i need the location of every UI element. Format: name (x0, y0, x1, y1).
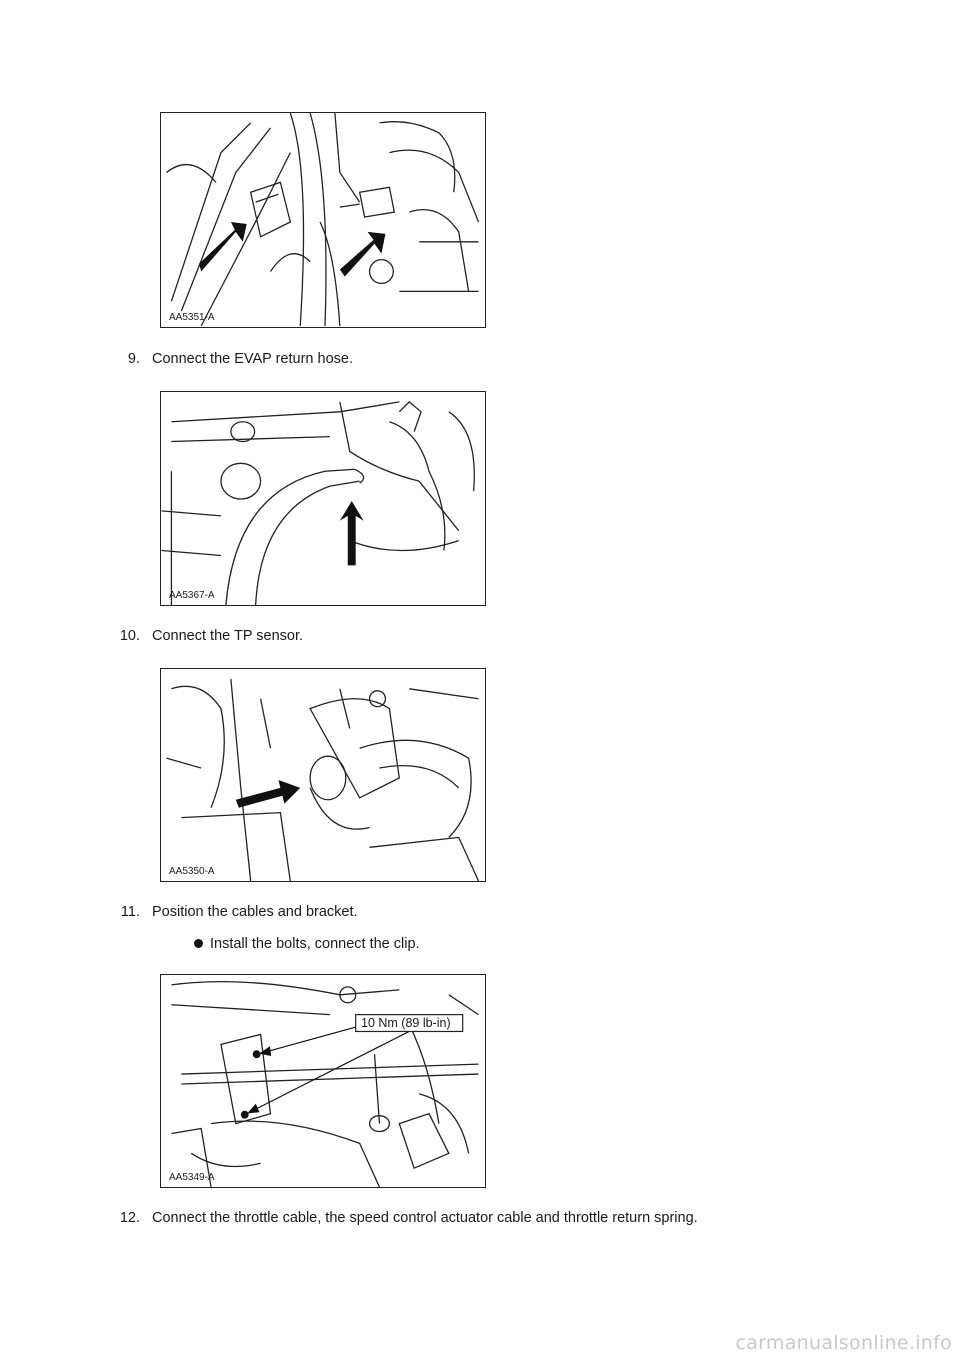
figure-evap-connector: AA5351-A (160, 112, 486, 328)
step-text: Connect the throttle cable, the speed co… (152, 1210, 698, 1226)
figure-code: AA5351-A (169, 312, 215, 323)
figure-bracket-bolts: 10 Nm (89 lb-in) AA5349-A (160, 974, 486, 1188)
step-number: 10. (119, 628, 140, 644)
figure-code: AA5367-A (169, 590, 215, 601)
bullet-dot (194, 939, 203, 948)
step-text: Position the cables and bracket. (152, 904, 358, 920)
step-number: 11. (120, 904, 140, 920)
bullet-text: Install the bolts, connect the clip. (210, 936, 420, 952)
step-text: Connect the TP sensor. (152, 628, 304, 644)
figure-code: AA5350-A (169, 866, 215, 877)
engine-illustration (166, 113, 480, 327)
engine-illustration (161, 401, 475, 605)
figure-tp-sensor: AA5350-A (160, 668, 486, 882)
step-number: 9. (127, 351, 140, 367)
figure-code: AA5349-A (169, 1172, 215, 1183)
step-text: Connect the EVAP return hose. (152, 351, 353, 367)
watermark: carmanualsonline.info (735, 1332, 952, 1354)
engine-illustration (166, 678, 480, 881)
engine-illustration (171, 980, 479, 1187)
figure-evap-hose: AA5367-A (160, 391, 486, 606)
torque-callout: 10 Nm (89 lb-in) (361, 1016, 451, 1030)
step-number: 12. (119, 1210, 140, 1226)
